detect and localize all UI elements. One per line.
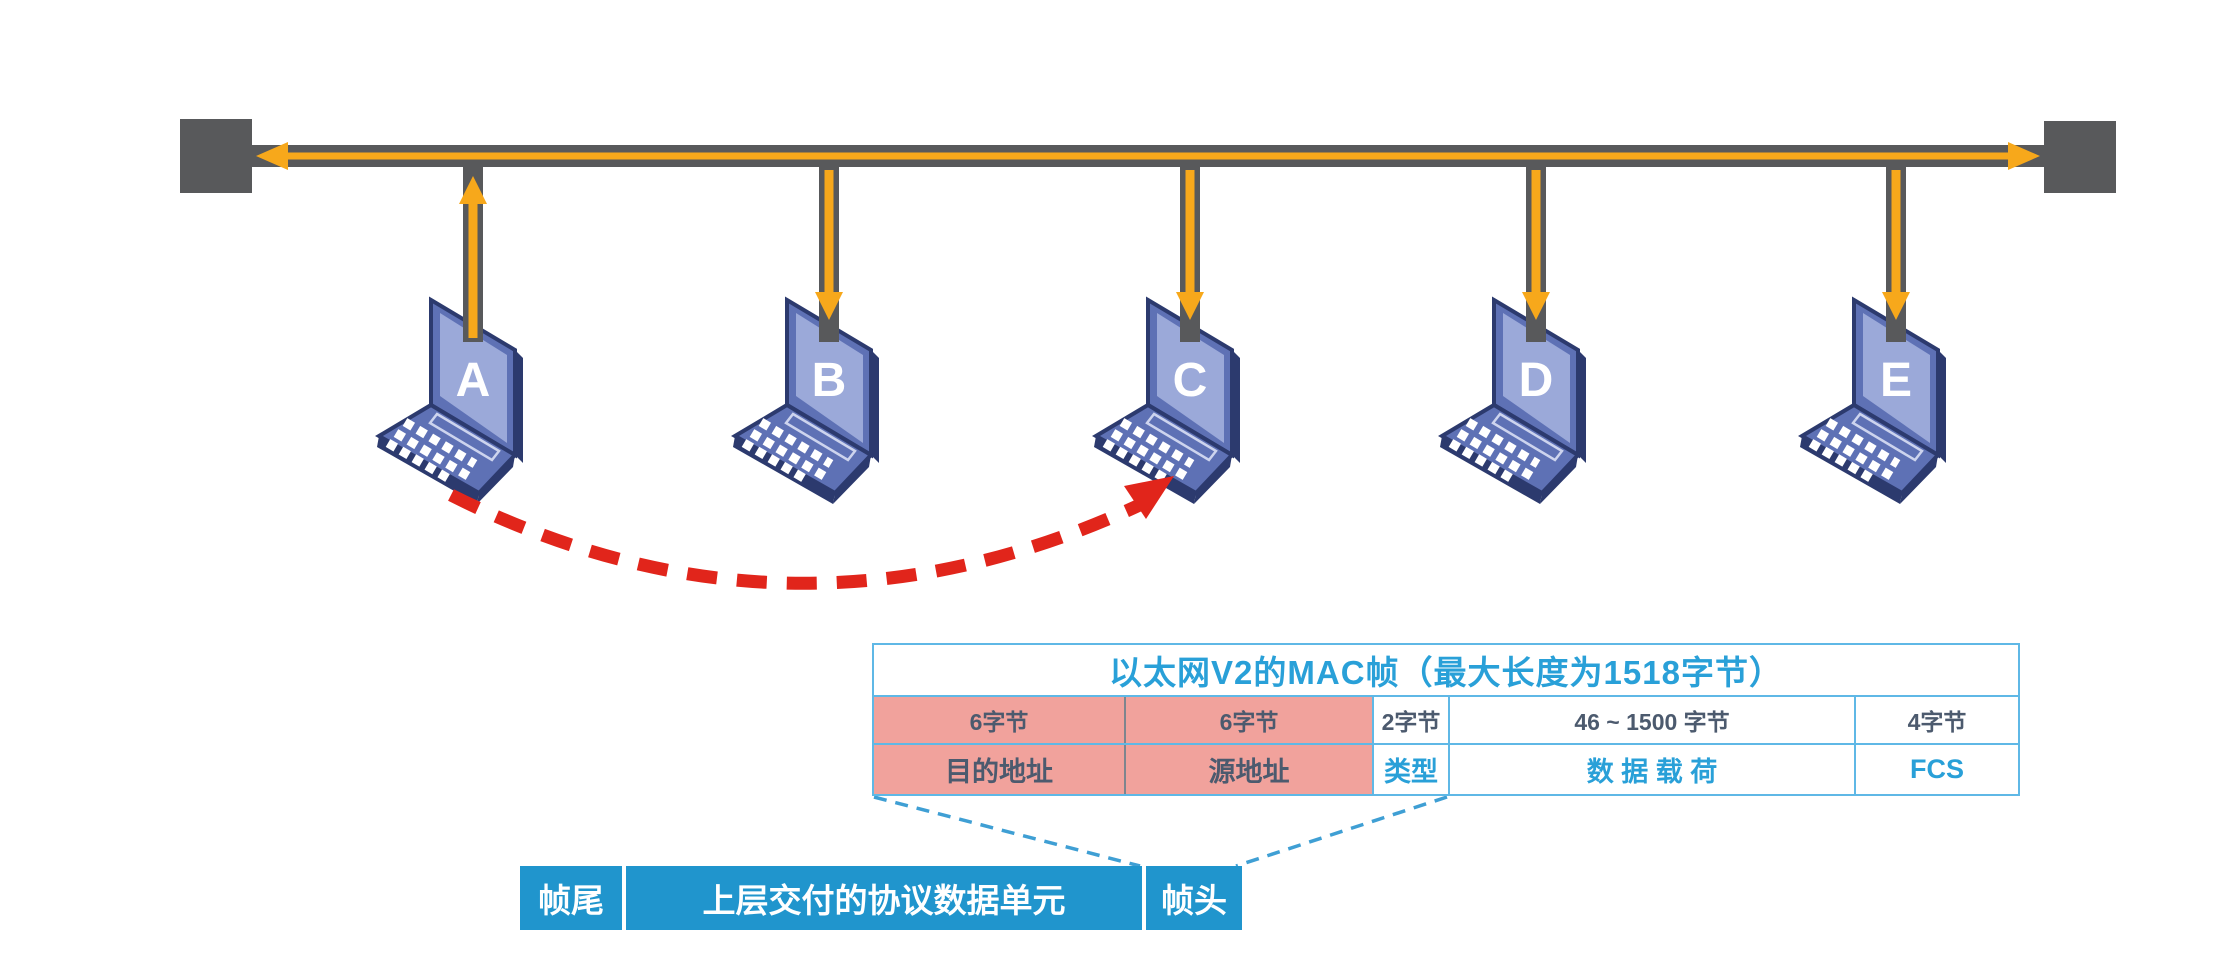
drop-cable-b-down-arrow	[815, 167, 843, 342]
field-cell-data-payload: 数 据 载 荷	[1448, 745, 1854, 794]
size-cell-source: 6字节	[1124, 697, 1372, 743]
bus-arrowhead-left	[256, 142, 288, 170]
pdu-segment-frame-tail: 帧尾	[520, 866, 622, 930]
bus-arrowhead-right	[2008, 142, 2040, 170]
size-cell-fcs: 4字节	[1854, 697, 2018, 743]
pdu-bar: 帧尾 上层交付的协议数据单元 帧头	[520, 866, 1242, 930]
field-cell-source-address: 源地址	[1124, 745, 1372, 794]
laptop-b: B	[733, 300, 879, 504]
mac-frame-table-title: 以太网V2的MAC帧（最大长度为1518字节）	[1109, 654, 1783, 691]
laptop-c: C	[1094, 300, 1240, 504]
laptop-b-label: B	[812, 354, 847, 407]
header-mapping-dashed-line-right	[1235, 795, 1448, 868]
laptop-d: D	[1440, 300, 1586, 504]
size-cell-payload: 46 ~ 1500 字节	[1448, 697, 1854, 743]
laptop-e-label: E	[1880, 354, 1912, 407]
laptop-e: E	[1800, 300, 1946, 504]
frame-transmission-arrow	[448, 476, 1174, 590]
mac-frame-size-row: 6字节 6字节 2字节 46 ~ 1500 字节 4字节	[874, 695, 2018, 743]
mac-frame-field-row: 目的地址 源地址 类型 数 据 载 荷 FCS	[874, 743, 2018, 794]
laptop-a-label: A	[456, 354, 491, 407]
drop-cable-c-down-arrow	[1176, 167, 1204, 342]
pdu-segment-frame-head: 帧头	[1146, 866, 1242, 930]
bus-terminator-left	[180, 119, 252, 193]
laptop-c-label: C	[1173, 354, 1208, 407]
drop-cable-d-down-arrow	[1522, 167, 1550, 342]
header-mapping-dashed-line-left	[873, 795, 1141, 868]
size-cell-type: 2字节	[1372, 697, 1448, 743]
laptop-d-label: D	[1519, 354, 1554, 407]
field-cell-destination-address: 目的地址	[874, 745, 1124, 794]
pdu-segment-upper-layer-pdu: 上层交付的协议数据单元	[626, 866, 1142, 930]
size-cell-destination: 6字节	[874, 697, 1124, 743]
bus-double-arrow	[256, 142, 2040, 170]
mac-frame-table: 以太网V2的MAC帧（最大长度为1518字节） 6字节 6字节 2字节 46 ~…	[872, 643, 2020, 796]
drop-cable-a-up-arrow	[459, 167, 487, 342]
field-cell-type: 类型	[1372, 745, 1448, 794]
laptop-a: A	[377, 300, 523, 504]
bus-terminator-right	[2044, 121, 2116, 193]
field-cell-fcs: FCS	[1854, 745, 2018, 794]
frame-transmission-arrowhead	[1124, 476, 1174, 519]
drop-cable-e-down-arrow	[1882, 167, 1910, 342]
